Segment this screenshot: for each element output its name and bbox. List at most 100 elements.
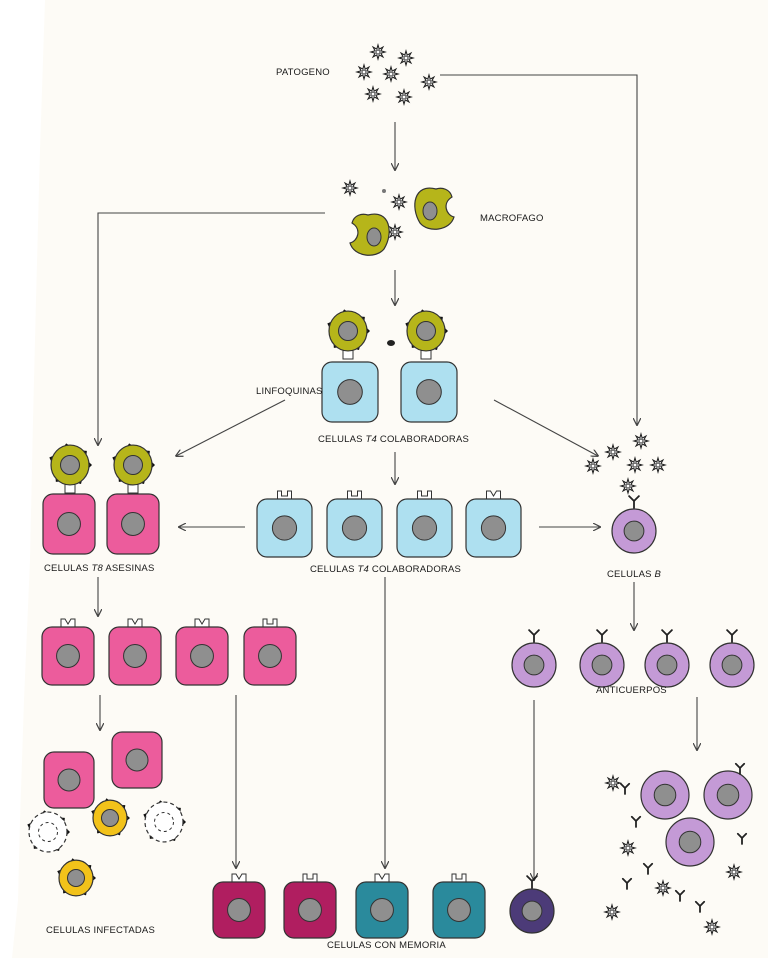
pathogen-particle	[649, 456, 667, 474]
nucleus	[480, 515, 507, 541]
antibody	[736, 832, 748, 845]
pathogen-particle	[626, 456, 644, 474]
antibody	[734, 762, 746, 775]
pathogen-fragment	[382, 189, 386, 193]
presenting-macrophage	[327, 309, 370, 352]
arrow-linfoquinas-to-t8	[176, 399, 286, 456]
arrows	[98, 74, 697, 880]
b-plasma-cell-1	[511, 629, 557, 688]
presenting-macrophage	[405, 309, 448, 352]
pathogen-particle	[654, 879, 672, 897]
antibody	[526, 875, 538, 889]
memory-t4-cell-1	[355, 873, 409, 939]
t8-activated-3	[175, 618, 229, 686]
nucleus	[416, 321, 436, 341]
pathogen-particle	[725, 863, 743, 881]
nucleus	[125, 748, 149, 772]
antibody	[621, 877, 633, 890]
nucleus	[591, 654, 613, 676]
receptor	[486, 490, 501, 500]
nucleus	[521, 900, 543, 922]
b-plasma-cell-3	[644, 629, 690, 688]
infected-cell-destroyed	[143, 800, 186, 843]
pathogen-particle	[584, 457, 602, 475]
nucleus	[653, 783, 677, 807]
label-celulas-b: CELULAS B	[607, 569, 662, 580]
receptor	[374, 873, 390, 883]
receptor	[127, 618, 143, 628]
nucleus	[38, 822, 58, 842]
pathogen-particle	[632, 432, 650, 450]
label-t8-asesinas: CELULAS T8 ASESINAS	[44, 563, 155, 574]
nucleus	[258, 644, 282, 668]
t4-helper-middle-4	[465, 490, 522, 558]
receptor	[231, 873, 247, 883]
b-plasma-cell-4	[709, 629, 755, 688]
nucleus	[123, 455, 143, 475]
label-patogeno: PATOGENO	[276, 67, 330, 78]
pathogen-particle	[382, 65, 400, 83]
b-cell	[611, 495, 657, 554]
nucleus	[366, 227, 382, 247]
t8-activated-4	[243, 618, 297, 686]
pathogen-particle	[604, 443, 622, 461]
antibody	[596, 629, 608, 643]
infected-cell	[57, 858, 96, 897]
nucleus	[416, 379, 442, 405]
antibody	[726, 629, 738, 643]
arrow-patogeno-to-b	[440, 74, 637, 425]
antibody	[661, 629, 673, 643]
infected-cell-destroyed	[27, 810, 70, 853]
pathogen-particle	[341, 179, 359, 197]
macrophage-left	[349, 213, 390, 256]
pathogen-particle	[386, 223, 404, 241]
t4-helper-middle-1	[256, 490, 313, 558]
nucleus	[656, 654, 678, 676]
t4-helper-middle-2	[326, 490, 383, 558]
nucleus	[716, 783, 740, 807]
pathogen-particle	[703, 918, 721, 936]
antibody	[630, 815, 642, 828]
nucleus	[101, 809, 119, 827]
pathogen-particle	[603, 903, 621, 921]
nucleus	[67, 869, 85, 887]
receptor	[347, 490, 362, 500]
nucleus	[190, 644, 214, 668]
nucleus	[411, 515, 438, 541]
t4-helper-top-1	[321, 361, 379, 423]
antibody	[642, 862, 654, 875]
label-celulas-infectadas: CELULAS INFECTADAS	[46, 925, 156, 936]
nucleus	[271, 515, 298, 541]
nucleus	[123, 644, 147, 668]
memory-t4-cell-2	[432, 873, 486, 939]
nucleus	[623, 520, 645, 542]
pathogen-particle	[397, 49, 415, 67]
nucleus	[60, 455, 80, 475]
b-cell-cluster-1	[640, 770, 690, 820]
nucleus	[227, 898, 251, 922]
b-plasma-cell-2	[579, 629, 625, 688]
pathogen-particle	[604, 774, 622, 792]
nucleus	[338, 321, 358, 341]
memory-t8-cell-2	[283, 873, 337, 939]
nucleus	[298, 898, 322, 922]
nucleus	[678, 830, 702, 854]
antibody	[628, 495, 640, 509]
arrow-t4-to-b	[493, 399, 598, 456]
paper-page	[12, 0, 768, 958]
receptor	[60, 618, 76, 628]
nucleus	[447, 898, 471, 922]
pathogen-particle	[619, 839, 637, 857]
label-celulas-memoria: CELULAS CON MEMORIA	[327, 940, 446, 951]
presenting-macrophage	[49, 443, 92, 486]
pathogen-particle	[364, 85, 382, 103]
receptor	[451, 873, 467, 883]
arrow-macrofago-to-t8	[98, 212, 325, 445]
presenting-macrophage	[112, 443, 155, 486]
nucleus	[341, 515, 368, 541]
infected-cell	[91, 798, 130, 837]
pathogen-particle	[390, 193, 408, 211]
cells	[27, 43, 755, 939]
nucleus	[154, 812, 174, 832]
